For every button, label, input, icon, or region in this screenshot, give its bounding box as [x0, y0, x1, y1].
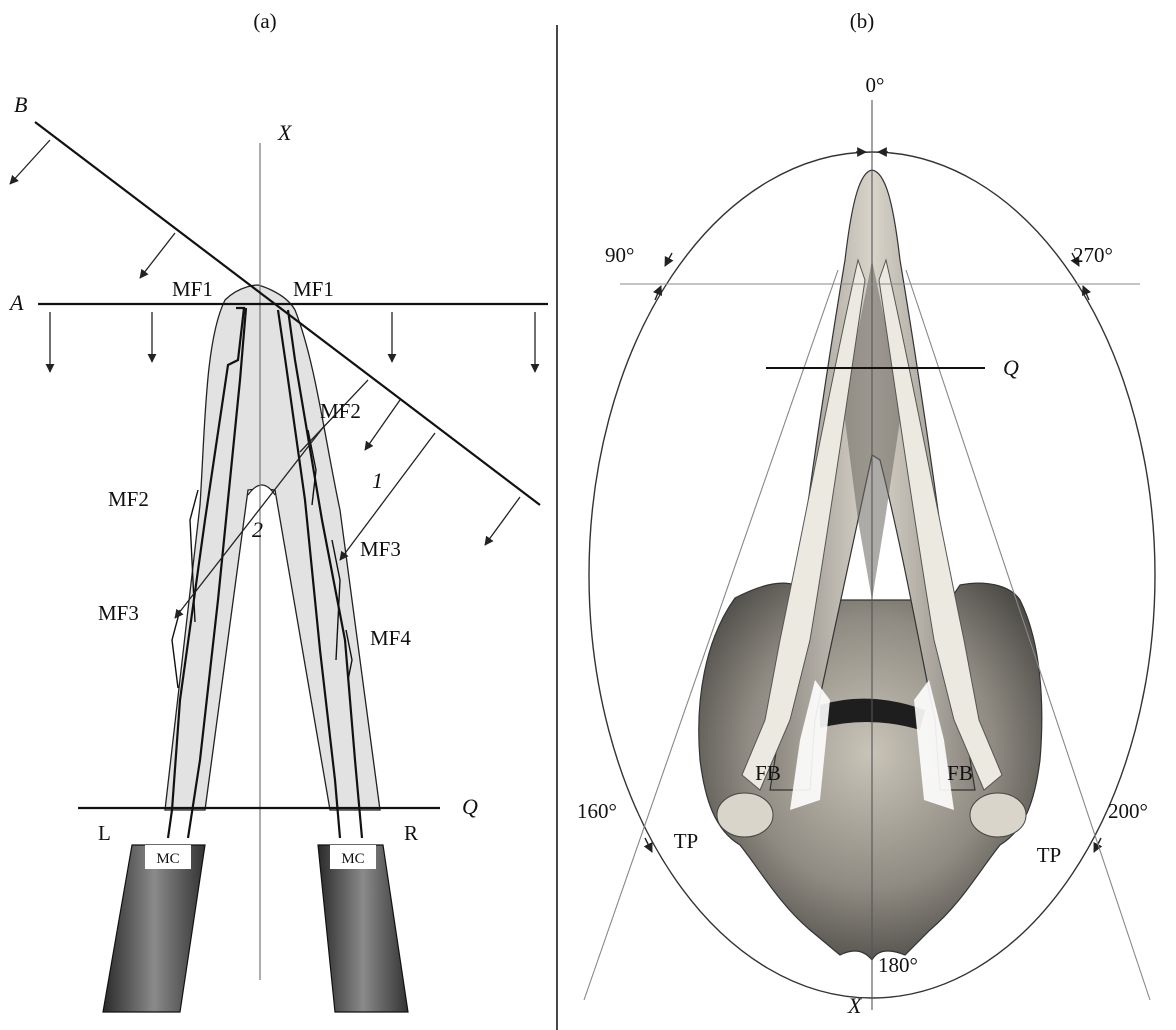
- side-right-label: R: [404, 821, 418, 845]
- line-q-b-label: Q: [1003, 355, 1019, 380]
- panel-b: (b): [577, 9, 1155, 1018]
- axis-x-label-b: X: [847, 993, 863, 1018]
- tp-left-bulge: [717, 793, 773, 837]
- line-b-label: B: [14, 92, 27, 117]
- mf2-left-label: MF2: [108, 487, 149, 511]
- panel-a-label: (a): [253, 9, 276, 33]
- mf3-left-mark: [172, 610, 180, 688]
- tp-right-label: TP: [1037, 843, 1062, 867]
- panel-b-label: (b): [850, 9, 875, 33]
- mf1-right-label: MF1: [293, 277, 334, 301]
- angle-270-label: 270°: [1073, 243, 1113, 267]
- panel-a: (a) MC MC X A B: [8, 9, 548, 1012]
- arrow-b-1: [10, 140, 50, 184]
- mf3-left-label: MF3: [98, 601, 139, 625]
- bone-stump-left: [103, 845, 205, 1012]
- mf3-right-label: MF3: [360, 537, 401, 561]
- mf2-right-label: MF2: [320, 399, 361, 423]
- tp-right-bulge: [970, 793, 1026, 837]
- mc-right-label: MC: [341, 851, 364, 867]
- axis-x-label: X: [277, 120, 293, 145]
- mandible-outline: [165, 285, 380, 810]
- angle-200-label: 200°: [1108, 799, 1148, 823]
- side-left-label: L: [98, 821, 111, 845]
- mf4-right-label: MF4: [370, 626, 411, 650]
- fb-left-label: FB: [755, 761, 781, 785]
- fb-right-label: FB: [947, 761, 973, 785]
- line-a-label: A: [8, 290, 24, 315]
- angle-160-label: 160°: [577, 799, 617, 823]
- bone-stump-right: [318, 845, 408, 1012]
- beam-1-label: 1: [372, 468, 383, 493]
- angle-90-label: 90°: [605, 243, 634, 267]
- ellipse-arrow-90: [665, 253, 672, 266]
- angle-180-label: 180°: [878, 953, 918, 977]
- arrow-b-2: [140, 233, 175, 278]
- mf1-left-label: MF1: [172, 277, 213, 301]
- line-q-label: Q: [462, 794, 478, 819]
- mc-left-label: MC: [156, 851, 179, 867]
- tp-left-label: TP: [674, 829, 699, 853]
- angle-0-label: 0°: [866, 73, 885, 97]
- arrow-b-4: [485, 497, 520, 545]
- arrow-b-3: [365, 400, 400, 450]
- beam-2-label: 2: [252, 517, 263, 542]
